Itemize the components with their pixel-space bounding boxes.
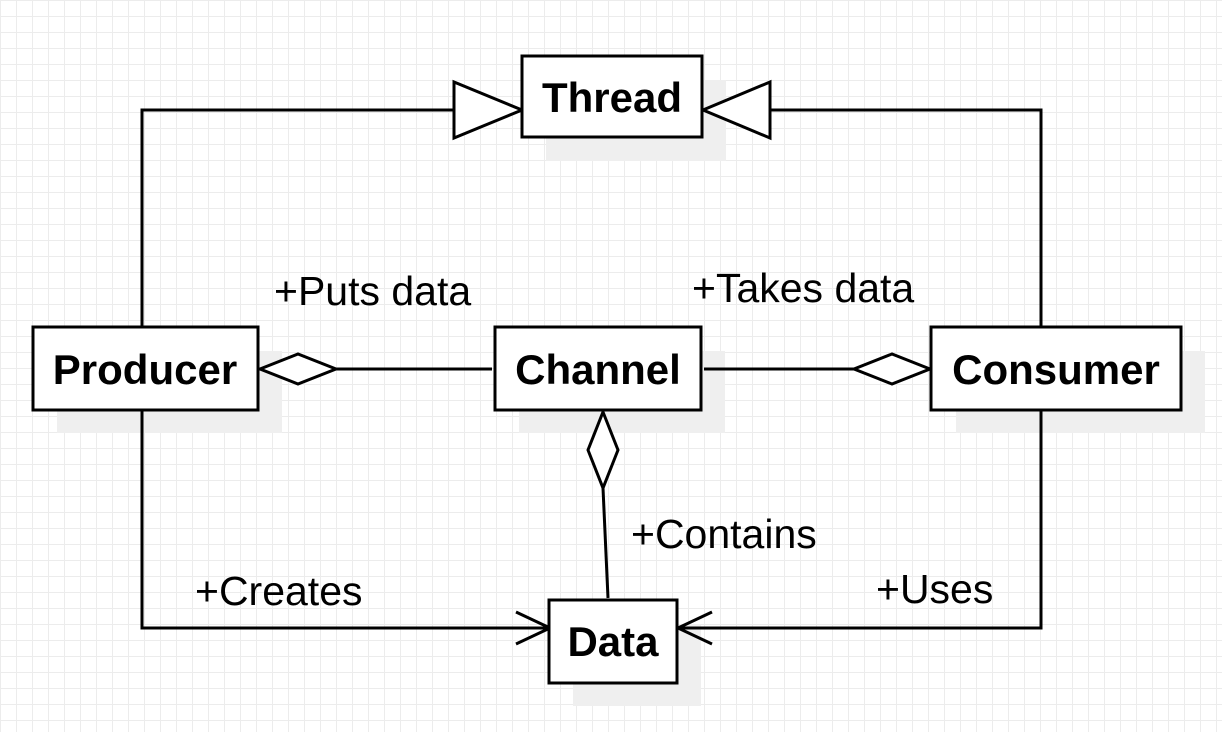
consumer-thread-generalization bbox=[770, 108, 1043, 327]
channel-aggregation-diamond bbox=[586, 407, 620, 493]
producer-data-dependency bbox=[140, 410, 550, 630]
producer-class-label: Producer bbox=[53, 346, 237, 393]
channel-class-label: Channel bbox=[515, 346, 681, 393]
consumer-class: Consumer bbox=[929, 325, 1183, 412]
contains-label: +Contains bbox=[631, 511, 817, 557]
uses-label: +Uses bbox=[876, 566, 993, 612]
producer-thread-generalization bbox=[140, 108, 454, 327]
channel-data-association bbox=[601, 487, 610, 599]
thread-class-label: Thread bbox=[542, 74, 682, 121]
consumer-class-label: Consumer bbox=[952, 346, 1160, 393]
puts-data-label: +Puts data bbox=[274, 268, 471, 314]
consumer-aggregation-diamond bbox=[849, 352, 935, 386]
data-class: Data bbox=[547, 598, 679, 685]
producer-aggregation-diamond bbox=[255, 352, 341, 386]
consumer-inheritance-arrowhead bbox=[699, 79, 772, 141]
takes-data-label: +Takes data bbox=[692, 265, 914, 311]
thread-class: Thread bbox=[520, 54, 704, 139]
producer-inheritance-arrowhead bbox=[452, 79, 526, 141]
channel-class: Channel bbox=[493, 325, 703, 412]
creates-label: +Creates bbox=[195, 568, 363, 614]
consumer-data-dependency bbox=[678, 410, 1043, 630]
producer-class: Producer bbox=[31, 325, 260, 412]
data-class-label: Data bbox=[567, 618, 659, 665]
